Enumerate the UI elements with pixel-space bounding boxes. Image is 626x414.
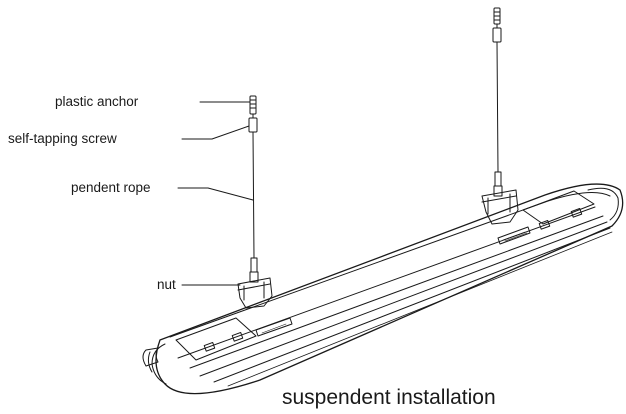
diagram-caption: suspendent installation <box>282 386 496 409</box>
plastic-anchor <box>249 95 257 115</box>
clip-bracket <box>237 277 273 309</box>
self-tapping-screw <box>248 117 258 133</box>
light-fixture <box>142 183 624 395</box>
label-pendent-rope: pendent rope <box>71 180 151 195</box>
right-suspension <box>481 7 519 225</box>
label-nut: nut <box>157 277 176 292</box>
leader-lines <box>177 101 254 286</box>
label-plastic-anchor: plastic anchor <box>55 94 139 109</box>
label-self-tapping-screw: self-tapping screw <box>8 131 117 146</box>
pendent-rope <box>252 131 255 259</box>
left-suspension <box>237 95 273 309</box>
